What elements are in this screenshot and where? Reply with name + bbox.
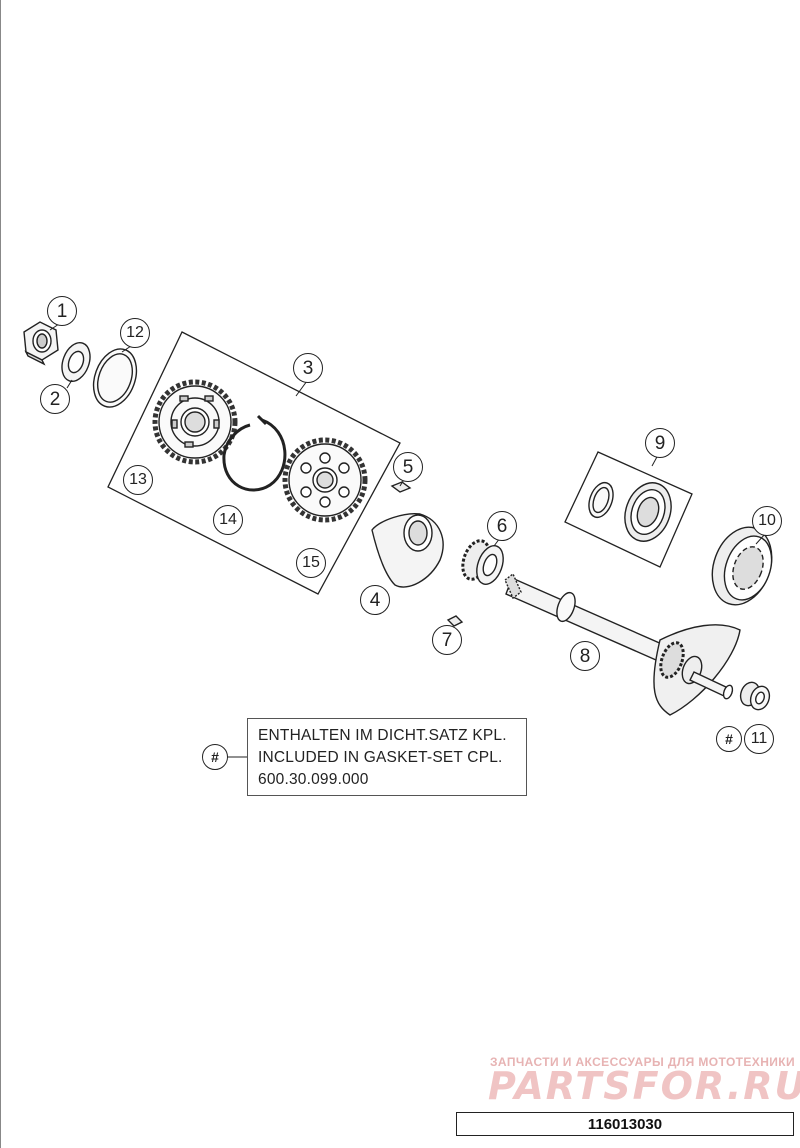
note-line-1: ENTHALTEN IM DICHT.SATZ KPL.	[258, 727, 507, 744]
diagram-part-number: 116013030	[456, 1112, 794, 1136]
part-11-bushing	[739, 681, 771, 711]
part-9-kit-frame	[564, 451, 693, 568]
part-1-nut	[23, 321, 59, 366]
callout-4: 4	[360, 585, 390, 615]
note-line-2: INCLUDED IN GASKET-SET CPL.	[258, 749, 503, 766]
watermark-tagline: ЗАПЧАСТИ И АКСЕССУАРЫ ДЛЯ МОТОТЕХНИКИ	[490, 1055, 796, 1069]
callout-2: 2	[40, 384, 70, 414]
part-8-shaft	[504, 572, 741, 716]
part-14-circlip	[222, 418, 287, 492]
gasket-set-note: ENTHALTEN IM DICHT.SATZ KPL. INCLUDED IN…	[247, 718, 527, 796]
part-15-gear	[282, 437, 368, 523]
part-10-bearing	[711, 526, 773, 606]
callout-11: 11	[744, 724, 774, 754]
part-5-key	[390, 481, 412, 493]
watermark-logo: PARTSFOR.RU	[488, 1064, 800, 1108]
callout-7: 7	[432, 625, 462, 655]
part-7-key	[446, 615, 464, 627]
part-12-shim	[92, 348, 138, 408]
callout-15: 15	[296, 548, 326, 578]
note-hash-marker: #	[202, 744, 228, 770]
callout-13: 13	[123, 465, 153, 495]
part-3-kit-frame	[107, 331, 401, 595]
callout-10: 10	[752, 506, 782, 536]
callout-14: 14	[213, 505, 243, 535]
frame-left-border	[0, 0, 1, 1148]
callout-11-hash-marker: #	[716, 726, 742, 752]
part-13-gear	[152, 379, 238, 465]
part-9-bearing	[588, 481, 672, 542]
callout-9: 9	[645, 428, 675, 458]
part-2-washer	[61, 341, 91, 383]
note-line-3: 600.30.099.000	[258, 771, 369, 788]
leader-lines	[49, 321, 766, 758]
callout-12: 12	[120, 318, 150, 348]
callout-3: 3	[293, 353, 323, 383]
part-4-weight	[371, 513, 444, 588]
part-6-bearing	[461, 539, 504, 585]
callout-1: 1	[47, 296, 77, 326]
callout-6: 6	[487, 511, 517, 541]
callout-5: 5	[393, 452, 423, 482]
callout-8: 8	[570, 641, 600, 671]
